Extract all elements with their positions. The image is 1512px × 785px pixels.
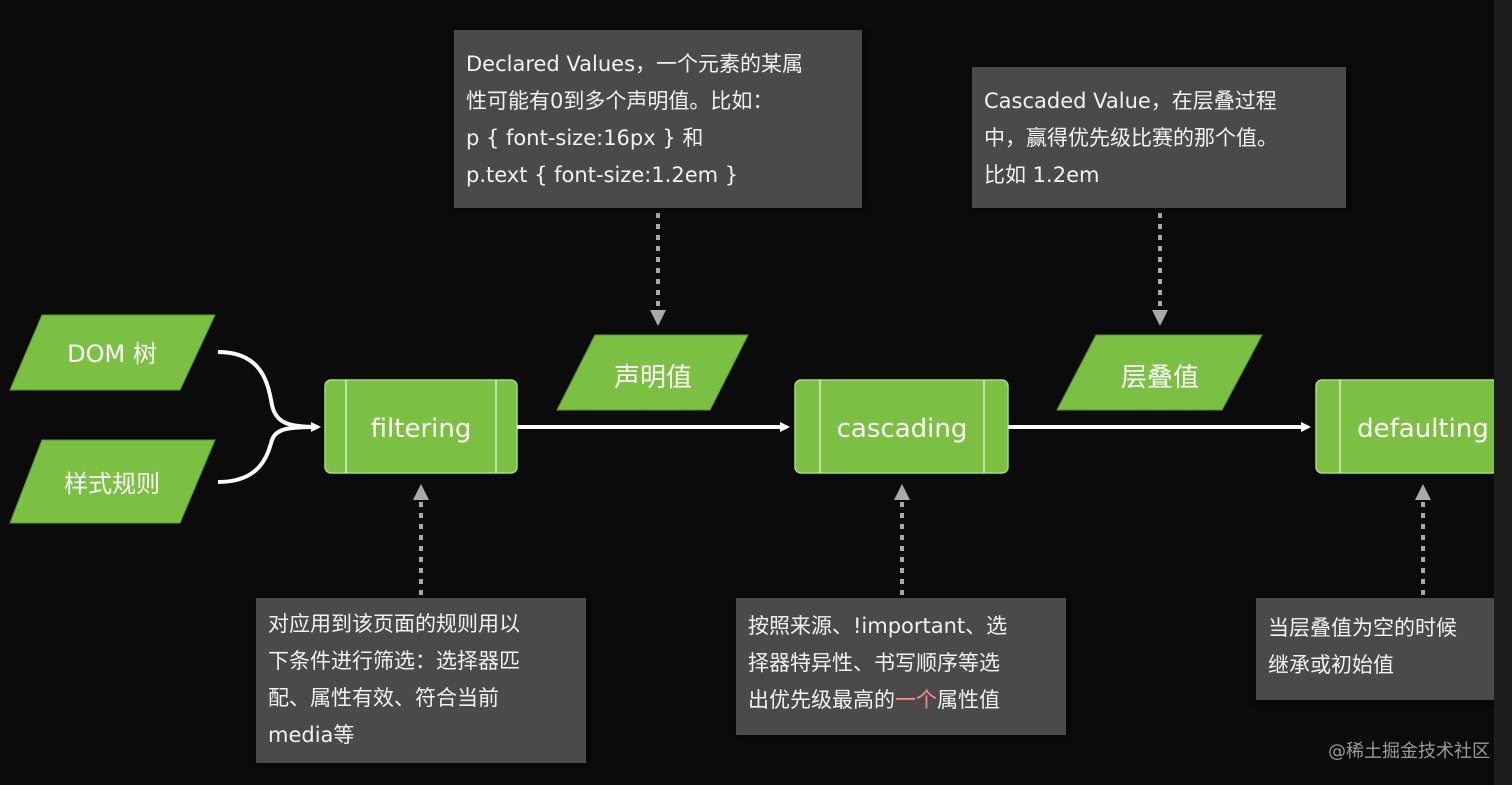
filtering-label: filtering xyxy=(371,414,472,444)
note-line: 中，赢得优先级比赛的那个值。 xyxy=(984,126,1278,150)
declared-value-shape: 声明值 xyxy=(556,334,749,411)
defaulting-step: defaulting xyxy=(1315,379,1512,474)
filtering-step: filtering xyxy=(324,379,518,474)
right-edge-strip xyxy=(1494,0,1512,785)
rules-to-filtering-connector xyxy=(217,425,319,484)
highlighted-text: 一个 xyxy=(895,688,937,712)
note-line: Cascaded Value，在层叠过程 xyxy=(984,89,1277,113)
cascaded-value-shape: 层叠值 xyxy=(1056,334,1263,411)
note-line: 出优先级最高的一个属性值 xyxy=(748,682,1054,719)
cascading-step: cascading xyxy=(794,379,1009,474)
note-line: 比如 1.2em xyxy=(984,163,1100,187)
cascading-note: 按照来源、!important、选 择器特异性、书写顺序等选 出优先级最高的一个… xyxy=(736,598,1066,735)
note-line: 择器特异性、书写顺序等选 xyxy=(748,651,1000,675)
note-text: 出优先级最高的 xyxy=(748,688,895,712)
note-line: 性可能有0到多个声明值。比如： xyxy=(466,89,774,113)
note-line: 当层叠值为空的时候 xyxy=(1268,616,1457,640)
defaulting-label: defaulting xyxy=(1357,414,1489,444)
note-line: media等 xyxy=(268,723,355,747)
cascading-label: cascading xyxy=(837,414,968,444)
defaulting-note: 当层叠值为空的时候 继承或初始值 xyxy=(1256,598,1512,700)
note-line: p.text { font-size:1.2em } xyxy=(466,163,739,187)
cascaded-value-note: Cascaded Value，在层叠过程 中，赢得优先级比赛的那个值。 比如 1… xyxy=(972,67,1346,208)
declared-value-label: 声明值 xyxy=(614,363,692,393)
dom-to-filtering-connector xyxy=(217,350,321,432)
note-line: 下条件进行筛选：选择器匹 xyxy=(268,649,520,673)
note-line: Declared Values，一个元素的某属 xyxy=(466,52,804,76)
style-rules-input: 样式规则 xyxy=(9,439,216,524)
dom-tree-label: DOM 树 xyxy=(67,340,157,368)
dom-tree-input: DOM 树 xyxy=(9,314,216,391)
note-text: 属性值 xyxy=(937,688,1000,712)
note-line: 按照来源、!important、选 xyxy=(748,614,1008,638)
note-line: 对应用到该页面的规则用以 xyxy=(268,612,520,636)
cascaded-value-label: 层叠值 xyxy=(1121,363,1199,393)
note-line: p { font-size:16px } 和 xyxy=(466,126,704,150)
filtering-note: 对应用到该页面的规则用以 下条件进行筛选：选择器匹 配、属性有效、符合当前 me… xyxy=(256,598,586,763)
style-rules-label: 样式规则 xyxy=(64,470,160,498)
note-line: 配、属性有效、符合当前 xyxy=(268,686,499,710)
watermark: @稀土掘金技术社区 xyxy=(1328,741,1490,762)
note-line: 继承或初始值 xyxy=(1268,653,1394,677)
declared-values-note: Declared Values，一个元素的某属 性可能有0到多个声明值。比如： … xyxy=(454,30,862,208)
